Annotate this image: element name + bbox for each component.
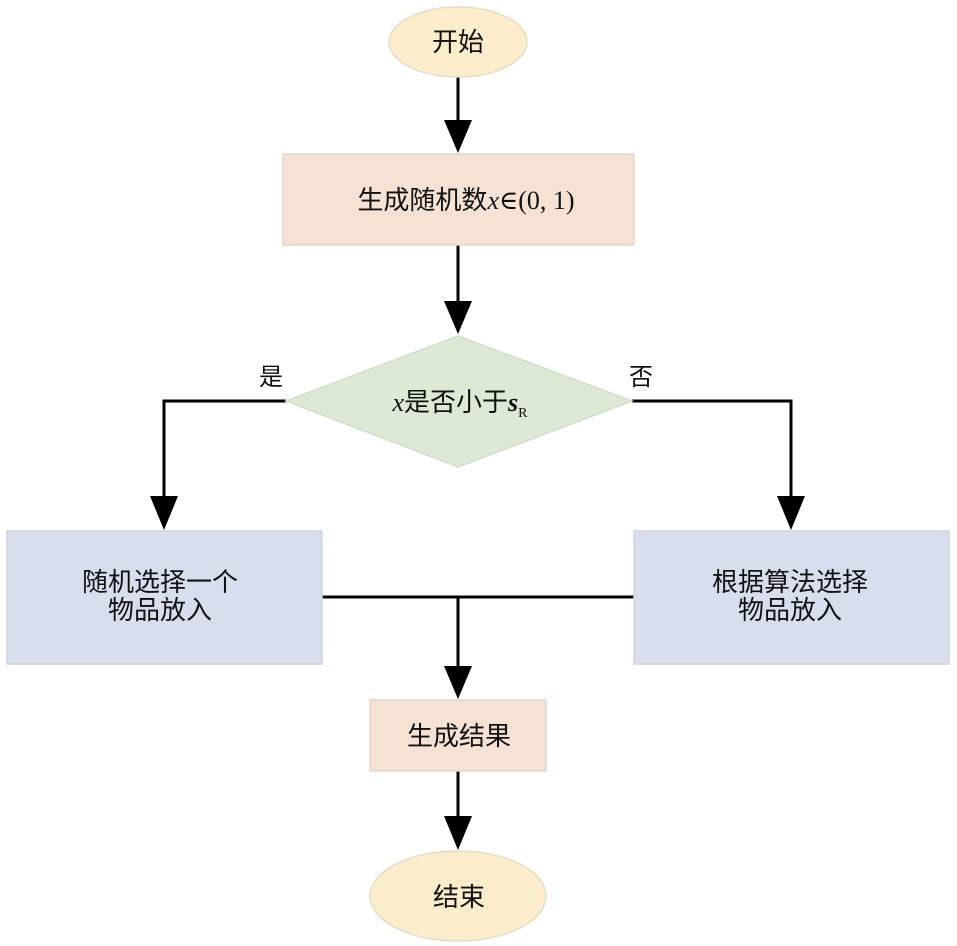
decision-label-cn: 是否小于 [404, 388, 508, 418]
connectors [150, 76, 805, 850]
edge-label-no: 否 [629, 363, 653, 391]
decision-label: x是否小于sR [391, 388, 528, 421]
arrowhead-generate-decision [444, 301, 472, 334]
result-label: 生成结果 [407, 722, 511, 752]
algo-pick-box [633, 530, 950, 665]
arrowhead-start-generate [444, 120, 472, 153]
random-pick-box [6, 530, 323, 665]
arrowhead-decision-no [777, 496, 805, 530]
end-ellipse [369, 850, 547, 942]
algo-pick-node: 根据算法选择 物品放入 [633, 530, 950, 665]
generate-label: 生成随机数x∈(0, 1) [357, 186, 574, 216]
decision-diamond [283, 335, 635, 468]
edge-decision-yes [162, 399, 286, 498]
decision-label-sub: R [518, 406, 528, 421]
end-node: 结束 [369, 850, 547, 942]
arrowhead-result-end [444, 816, 472, 850]
algo-pick-line-1: 根据算法选择 [712, 568, 868, 598]
result-box [369, 699, 547, 772]
result-node: 生成结果 [369, 699, 547, 772]
edge-label-yes: 是 [259, 363, 283, 391]
random-pick-line-1: 随机选择一个 [82, 568, 238, 598]
arrowhead-decision-yes [150, 496, 178, 530]
start-node: 开始 [388, 6, 528, 78]
start-label: 开始 [432, 28, 484, 58]
start-ellipse [388, 6, 528, 78]
decision-label-var: x [391, 388, 404, 417]
end-label: 结束 [433, 883, 485, 913]
generate-label-interval: (0, 1) [518, 186, 574, 215]
decision-label-sym: s [507, 388, 518, 417]
generate-label-op: ∈ [499, 186, 518, 215]
algo-pick-line-2: 物品放入 [738, 596, 842, 626]
decision-node: x是否小于sR [283, 335, 635, 468]
random-pick-line-2: 物品放入 [108, 596, 212, 626]
generate-box [282, 153, 635, 246]
generate-label-cn: 生成随机数 [357, 186, 487, 216]
generate-node: 生成随机数x∈(0, 1) [282, 153, 635, 246]
generate-label-var: x [486, 186, 499, 215]
arrowhead-merge-result [444, 666, 472, 699]
random-pick-node: 随机选择一个 物品放入 [6, 530, 323, 665]
edge-decision-no [632, 399, 793, 498]
